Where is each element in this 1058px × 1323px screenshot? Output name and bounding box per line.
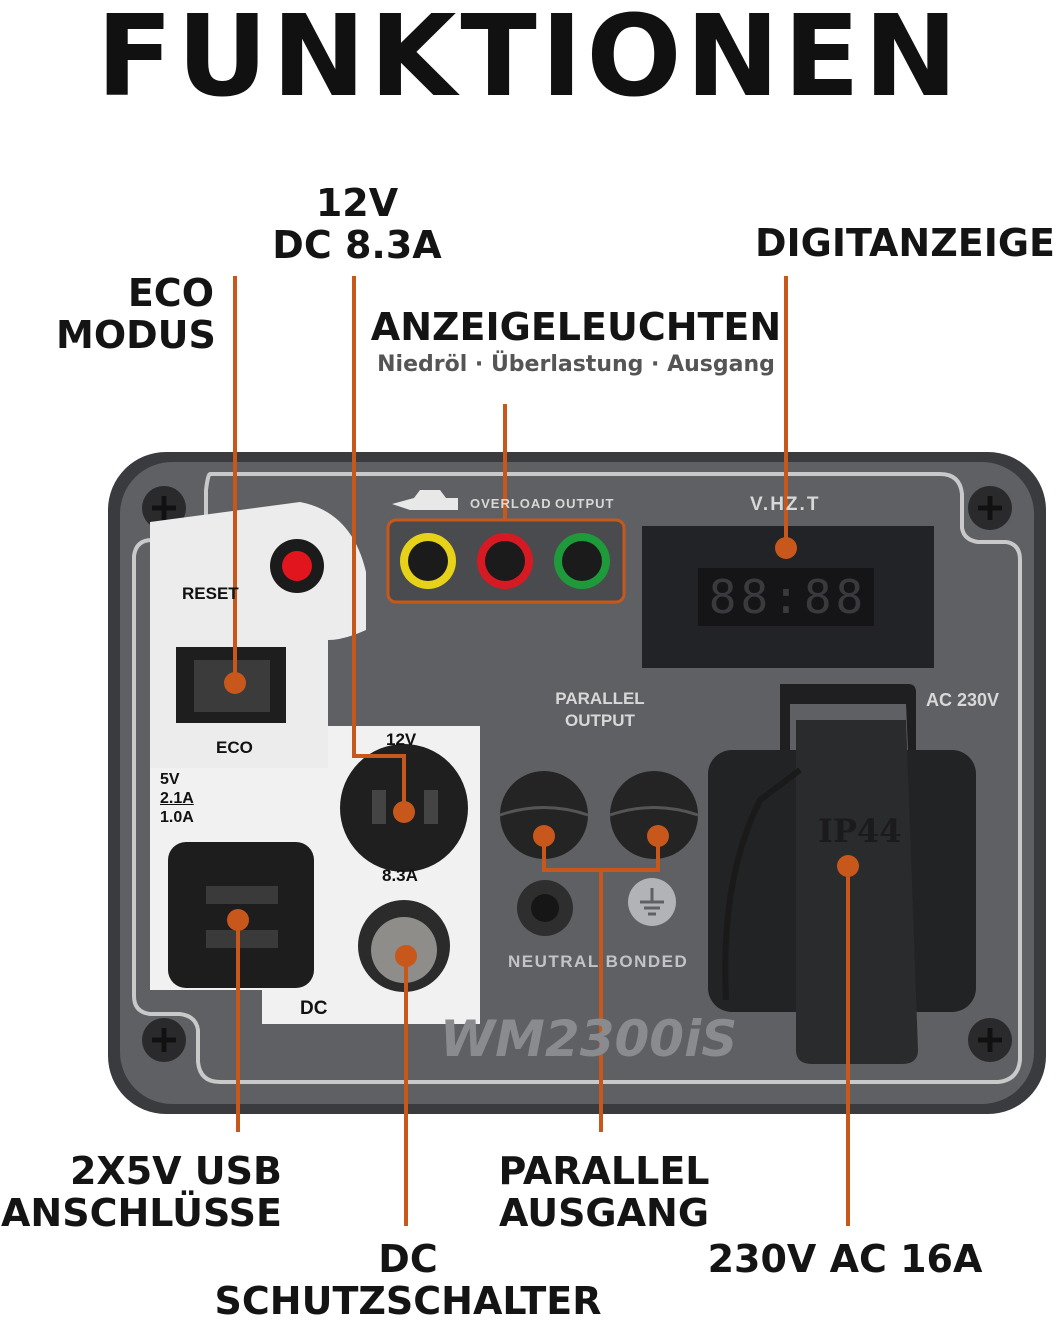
dc-label: DC	[300, 998, 328, 1019]
callout-ac: 230V AC 16A	[707, 1237, 983, 1281]
socket-83a-label: 8.3A	[382, 866, 418, 885]
parallel-output-label: PARALLEL OUTPUT	[555, 689, 645, 730]
socket-12v-label: 12V	[386, 730, 417, 749]
callout-indicators: ANZEIGELEUCHTEN	[370, 305, 782, 349]
oil-icon	[392, 490, 458, 510]
reset-label: RESET	[182, 584, 239, 603]
callout-eco-mode: ECO MODUS	[56, 271, 216, 357]
reset-button	[282, 551, 312, 581]
parallel-cap-right	[610, 771, 698, 859]
callout-display: DIGITANZEIGE	[755, 221, 1055, 265]
parallel-cap-left	[500, 771, 588, 859]
screw-top-right	[968, 486, 1012, 530]
ac230v-label: AC 230V	[926, 690, 1000, 710]
screw-bottom-left	[142, 1018, 186, 1062]
callout-usb: 2X5V USB ANSCHLÜSSE	[1, 1149, 282, 1235]
output-label: OUTPUT	[555, 496, 615, 511]
vhzt-label: V.HZ.T	[750, 494, 821, 515]
ac-socket-lid	[796, 720, 918, 1064]
screw-bottom-right	[968, 1018, 1012, 1062]
ip44-label: IP44	[818, 812, 902, 850]
callout-dots	[224, 537, 859, 967]
callout-12v-dc: 12V DC 8.3A	[272, 181, 442, 267]
usb-spec-label: 5V 2.1A 1.0A	[160, 771, 194, 826]
callout-lines	[233, 276, 850, 1226]
neutral-bonded-label: NEUTRAL BONDED	[508, 952, 689, 971]
overload-label: OVERLOAD	[470, 496, 552, 511]
page-title: FUNKTIONEN	[96, 0, 962, 122]
model-name: WM2300iS	[440, 1010, 738, 1068]
callout-parallel: PARALLEL AUSGANG	[498, 1149, 710, 1235]
eco-label: ECO	[216, 738, 253, 757]
display-readout: 88:88	[708, 570, 868, 624]
callout-indicators-subtitle: Niedröl · Überlastung · Ausgang	[377, 352, 775, 377]
